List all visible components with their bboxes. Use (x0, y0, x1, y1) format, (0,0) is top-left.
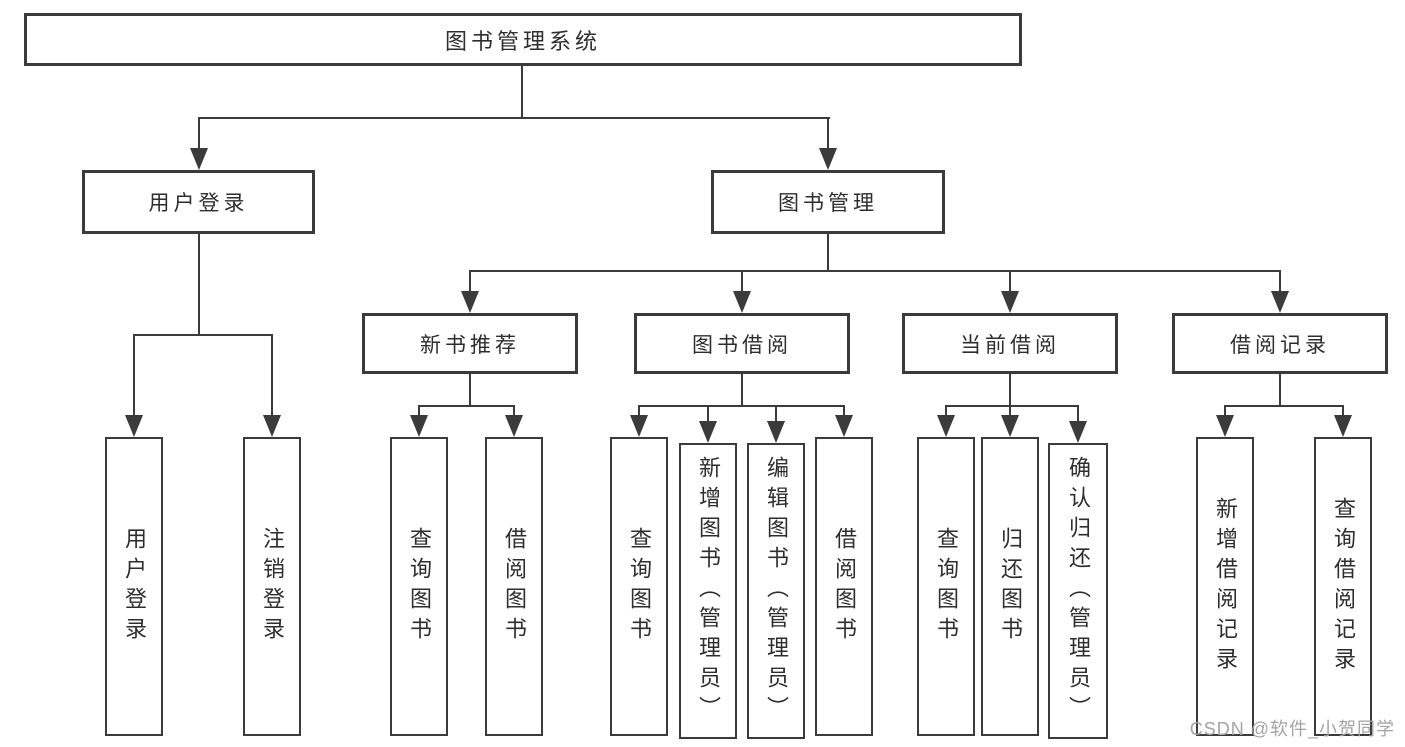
connector-current-stem (1009, 373, 1011, 407)
connector-recommend-drop2 (513, 405, 515, 417)
leaf-current-query-books: 查询图书 (917, 437, 975, 736)
leaf-current-return-books: 归还图书 (981, 437, 1039, 736)
arrow-down-icon (190, 148, 208, 170)
arrow-down-icon (263, 415, 281, 437)
arrow-down-icon (835, 415, 853, 437)
connector-mgmt-drop1 (469, 270, 471, 293)
connector-borrow-drop3 (775, 405, 777, 423)
connector-borrow-stem (741, 373, 743, 407)
arrow-down-icon (733, 291, 751, 313)
arrow-down-icon (1001, 415, 1019, 437)
arrow-down-icon (1216, 415, 1234, 437)
connector-root-stem (521, 66, 523, 119)
node-new-book-recommend: 新书推荐 (362, 313, 578, 374)
arrow-down-icon (819, 148, 837, 170)
connector-mgmt-drop4 (1279, 270, 1281, 293)
connector-login-stem (198, 232, 200, 336)
arrow-down-icon (1271, 291, 1289, 313)
arrow-down-icon (699, 421, 717, 443)
arrow-down-icon (937, 415, 955, 437)
connector-record-crossbar (1224, 405, 1344, 407)
connector-borrow-drop4 (843, 405, 845, 417)
connector-record-drop2 (1342, 405, 1344, 417)
arrow-down-icon (1069, 421, 1087, 443)
arrow-down-icon (461, 291, 479, 313)
connector-login-crossbar (133, 334, 273, 336)
connector-current-drop3 (1077, 405, 1079, 423)
connector-root-left-drop (198, 117, 200, 152)
connector-mgmt-drop3 (1009, 270, 1011, 293)
arrow-down-icon (1334, 415, 1352, 437)
connector-mgmt-drop2 (741, 270, 743, 293)
arrow-down-icon (767, 421, 785, 443)
leaf-borrow-borrow-books: 借阅图书 (815, 437, 873, 736)
leaf-record-add-borrow-record: 新增借阅记录 (1196, 437, 1254, 736)
connector-borrow-crossbar (638, 405, 845, 407)
connector-root-right-drop (827, 117, 829, 152)
arrow-down-icon (1001, 291, 1019, 313)
leaf-recommend-query-books: 查询图书 (390, 437, 448, 736)
connector-mgmt-stem (827, 232, 829, 272)
connector-borrow-drop1 (638, 405, 640, 417)
leaf-borrow-add-books-admin: 新增图书（管理员） (679, 443, 737, 739)
connector-login-right-drop (271, 334, 273, 417)
arrow-down-icon (630, 415, 648, 437)
node-user-login: 用户登录 (82, 170, 315, 234)
arrow-down-icon (505, 415, 523, 437)
connector-current-drop2 (1009, 405, 1011, 417)
connector-root-crossbar (198, 117, 830, 119)
connector-current-crossbar (945, 405, 1079, 407)
connector-recommend-stem (469, 373, 471, 407)
connector-recommend-drop1 (418, 405, 420, 417)
connector-record-stem (1279, 373, 1281, 407)
node-book-borrow: 图书借阅 (634, 313, 850, 374)
connector-recommend-crossbar (418, 405, 515, 407)
connector-mgmt-crossbar (469, 270, 1281, 272)
node-current-borrow: 当前借阅 (902, 313, 1118, 374)
leaf-record-query-borrow-record: 查询借阅记录 (1314, 437, 1372, 736)
leaf-user-login: 用户登录 (105, 437, 163, 736)
connector-current-drop1 (945, 405, 947, 417)
connector-record-drop1 (1224, 405, 1226, 417)
leaf-recommend-borrow-books: 借阅图书 (485, 437, 543, 736)
connector-login-left-drop (133, 334, 135, 417)
arrow-down-icon (125, 415, 143, 437)
connector-borrow-drop2 (707, 405, 709, 423)
node-library-system: 图书管理系统 (24, 13, 1022, 66)
node-borrow-records: 借阅记录 (1172, 313, 1388, 374)
leaf-logout: 注销登录 (243, 437, 301, 736)
node-book-management: 图书管理 (711, 170, 945, 234)
arrow-down-icon (410, 415, 428, 437)
leaf-borrow-query-books: 查询图书 (610, 437, 668, 736)
csdn-watermark: CSDN @软件_小贺同学 (1189, 719, 1395, 739)
leaf-current-confirm-return-admin: 确认归还（管理员） (1048, 443, 1108, 739)
leaf-borrow-edit-books-admin: 编辑图书（管理员） (747, 443, 805, 739)
